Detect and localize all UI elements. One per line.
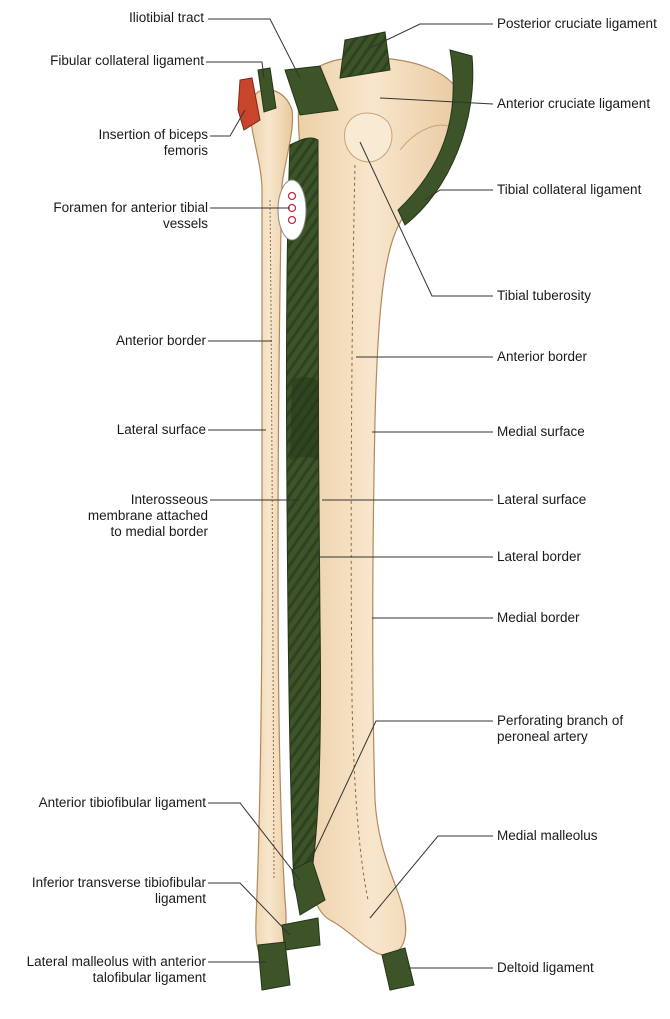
posterior-cruciate-ligament [340,32,390,78]
lateral-malleolus-ligament [258,942,290,990]
label-anterior-tibiofibular-ligament: Anterior tibiofibular ligament [21,795,206,811]
biceps-femoris-insertion [238,78,260,130]
label-lateral-border-tibia: Lateral border [497,549,667,565]
label-interosseous-membrane: Interosseous membrane attached to medial… [78,492,208,540]
tibial-condyle-shading [345,113,392,162]
label-medial-malleolus: Medial malleolus [497,828,607,844]
leader-iliotibial [208,19,300,78]
label-perforating-branch: Perforating branch of peroneal artery [497,713,669,745]
inferior-transverse-ligament [282,918,320,950]
interosseous-dark-band [290,377,318,460]
foramen [278,180,306,240]
label-iliotibial-tract: Iliotibial tract [4,10,204,26]
interosseous-membrane [286,138,320,897]
label-anterior-border-fibula: Anterior border [6,333,206,349]
label-posterior-cruciate-ligament: Posterior cruciate ligament [497,16,667,32]
label-fibular-collateral-ligament: Fibular collateral ligament [34,53,204,69]
leader-posterior-cruciate [370,24,493,48]
label-lateral-malleolus: Lateral malleolus with anterior talofibu… [6,954,206,986]
tibia-bone [298,58,462,955]
label-lateral-surface-tibia: Lateral surface [497,492,667,508]
leader-fibular-collateral [206,62,264,78]
label-tibial-tuberosity: Tibial tuberosity [497,288,667,304]
label-anterior-border-tibia: Anterior border [497,349,667,365]
label-anterior-cruciate-ligament: Anterior cruciate ligament [497,96,667,112]
label-foramen-anterior-tibial-vessels: Foramen for anterior tibial vessels [8,200,208,232]
label-inferior-transverse-tibiofibular-ligament: Inferior transverse tibiofibular ligamen… [6,875,206,907]
label-medial-surface-tibia: Medial surface [497,424,667,440]
deltoid-ligament [382,948,414,990]
label-medial-border-tibia: Medial border [497,610,667,626]
label-tibial-collateral-ligament: Tibial collateral ligament [497,182,667,198]
leader-anterior-tibiofibular [208,803,300,880]
label-insertion-biceps-femoris: Insertion of biceps femoris [58,127,208,159]
label-deltoid-ligament: Deltoid ligament [497,960,667,976]
label-lateral-surface-fibula: Lateral surface [6,422,206,438]
